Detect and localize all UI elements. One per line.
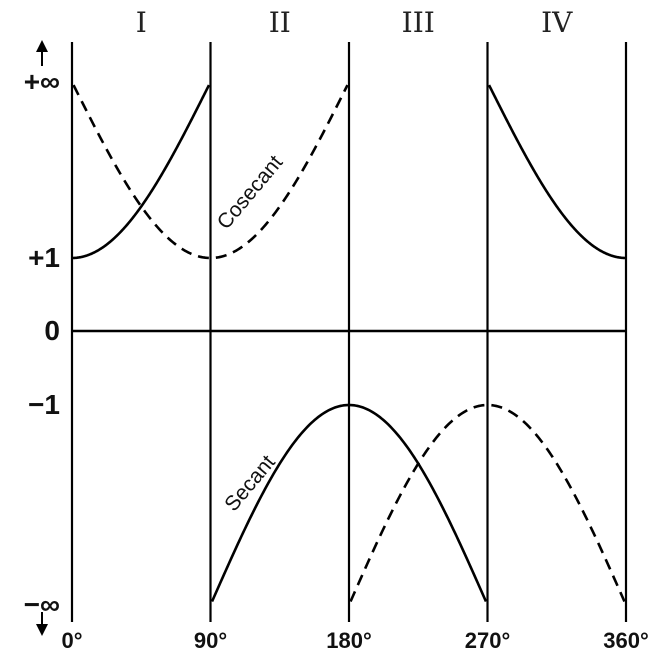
x-tick-label-0: 0°: [61, 628, 82, 653]
secant-label: Secant: [220, 451, 280, 516]
arrow-up-icon: [36, 40, 48, 52]
cosecant-curve-branch-1: [72, 84, 349, 260]
quadrant-label-iii: III: [402, 6, 435, 39]
arrow-down-icon: [36, 624, 48, 636]
labels: 0° 90° 180° 270° 360° +∞ +1 0 −1 −∞ Secant Cosecant: [24, 66, 649, 653]
axes: [36, 40, 628, 636]
y-tick-label-5: −∞: [24, 589, 60, 620]
secant-curve-branch-2: [210, 403, 488, 603]
cosecant-curve-branch-2: [349, 403, 626, 603]
y-tick-label-3: 0: [44, 315, 60, 346]
quadrant-label-iv: IV: [541, 6, 573, 39]
secant-curve-branch-3: [487, 84, 627, 260]
y-tick-label-1: +∞: [24, 66, 60, 97]
y-tick-label-4: −1: [28, 389, 60, 420]
y-tick-label-2: +1: [28, 242, 60, 273]
quadrant-label-ii: II: [269, 6, 291, 39]
x-tick-label-180: 180°: [326, 628, 372, 653]
x-tick-label-90: 90°: [194, 628, 227, 653]
cosecant-label: Cosecant: [213, 151, 288, 234]
x-tick-label-270: 270°: [465, 628, 511, 653]
quadrant-label-i: I: [136, 6, 147, 39]
secant-curve-branch-1: [71, 84, 211, 260]
curves: [71, 84, 627, 603]
x-tick-label-360: 360°: [603, 628, 649, 653]
